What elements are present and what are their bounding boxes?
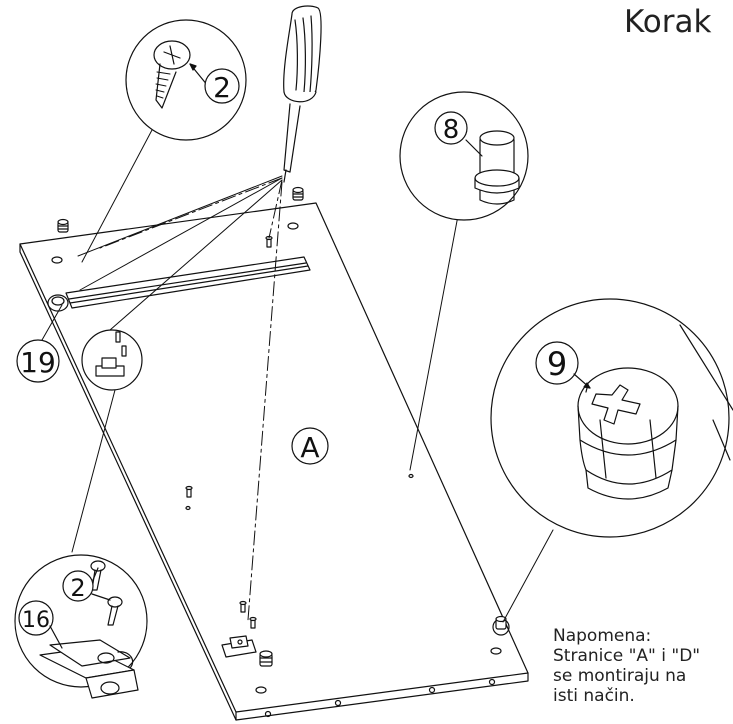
screwdriver bbox=[283, 5, 322, 183]
note-block: Napomena: Stranice "A" i "D" se montiraj… bbox=[553, 626, 733, 706]
callout-label-9: 9 bbox=[547, 345, 567, 383]
note-line-1: Stranice "A" i "D" bbox=[553, 646, 701, 666]
hinge-plate bbox=[221, 635, 257, 658]
metal-rail bbox=[47, 256, 311, 312]
callout-label-8: 8 bbox=[443, 115, 460, 145]
note-line-3: isti način. bbox=[553, 686, 635, 706]
step-title: Korak bbox=[624, 4, 712, 40]
callout-19: 19 bbox=[16, 339, 60, 383]
panel-label: A bbox=[291, 427, 329, 465]
note-line-2: se montiraju na bbox=[553, 666, 687, 686]
detail-circle-dowel: 8 bbox=[399, 91, 529, 221]
panel-label-a: A bbox=[300, 431, 319, 464]
detail-circle-screw: 2 bbox=[125, 19, 247, 141]
note-heading: Napomena: bbox=[553, 626, 652, 646]
leader-lines bbox=[41, 129, 554, 623]
callout-label-19: 19 bbox=[20, 346, 56, 379]
callout-label-16: 16 bbox=[22, 608, 50, 633]
callout-label-2-bottom: 2 bbox=[70, 574, 85, 602]
cam-lock-small bbox=[57, 186, 510, 667]
detail-circle-cam: 9 bbox=[490, 298, 733, 538]
panel-a bbox=[19, 202, 529, 721]
assembly-lines bbox=[99, 177, 283, 621]
detail-circle-small bbox=[81, 329, 143, 391]
detail-circle-hinge: 2 16 bbox=[14, 554, 148, 699]
small-screws bbox=[185, 235, 273, 629]
callout-label-2-top: 2 bbox=[213, 71, 231, 104]
